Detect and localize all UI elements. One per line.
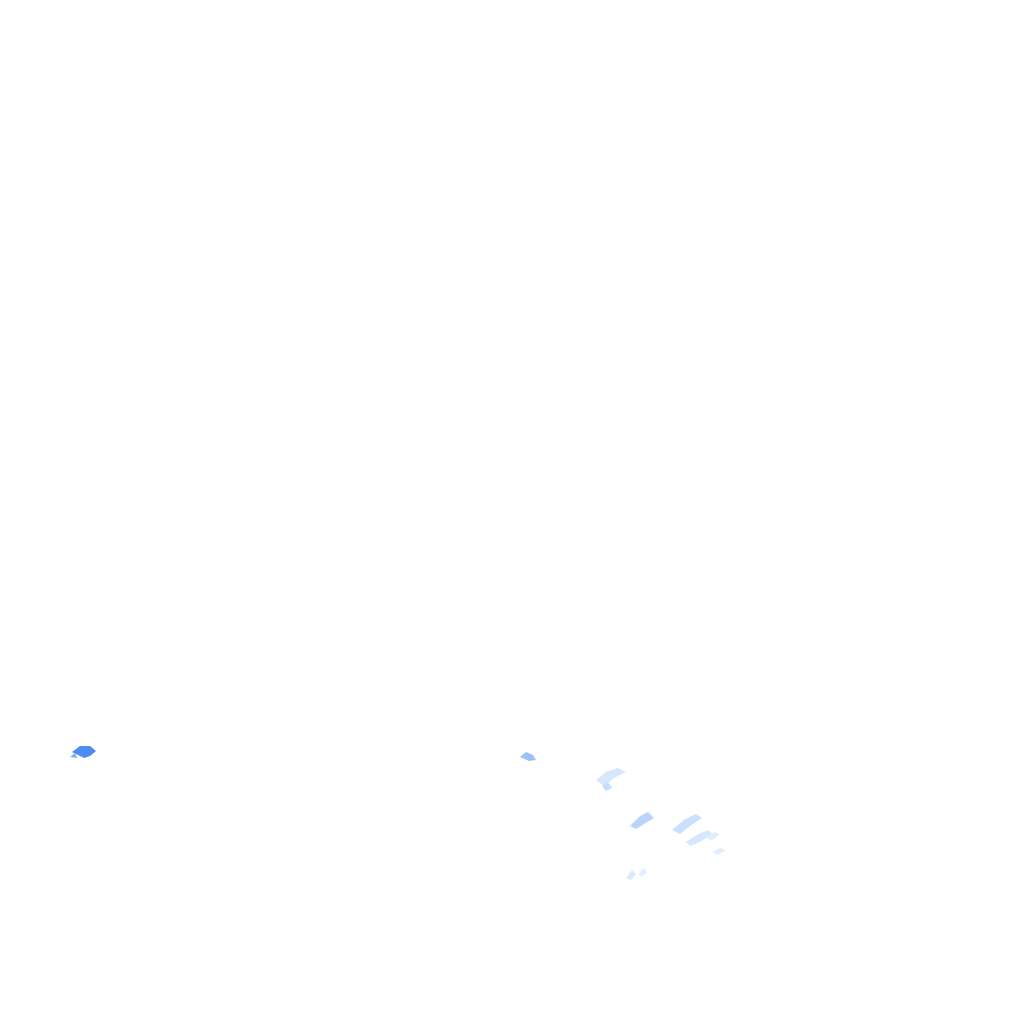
faint-stroke-7 (712, 848, 726, 855)
faint-stroke-1 (596, 768, 626, 786)
blue-speck-left-tail (70, 753, 77, 758)
faint-stroke-6 (704, 832, 720, 840)
faint-stroke-3 (630, 812, 654, 829)
faint-stroke-4 (672, 814, 702, 834)
blue-speck-center (520, 752, 536, 761)
faint-stroke-9 (638, 868, 647, 877)
faint-stroke-5 (686, 830, 712, 846)
blue-speck-left (72, 746, 96, 758)
faint-stroke-2 (602, 782, 612, 791)
faint-stroke-8 (626, 870, 636, 880)
